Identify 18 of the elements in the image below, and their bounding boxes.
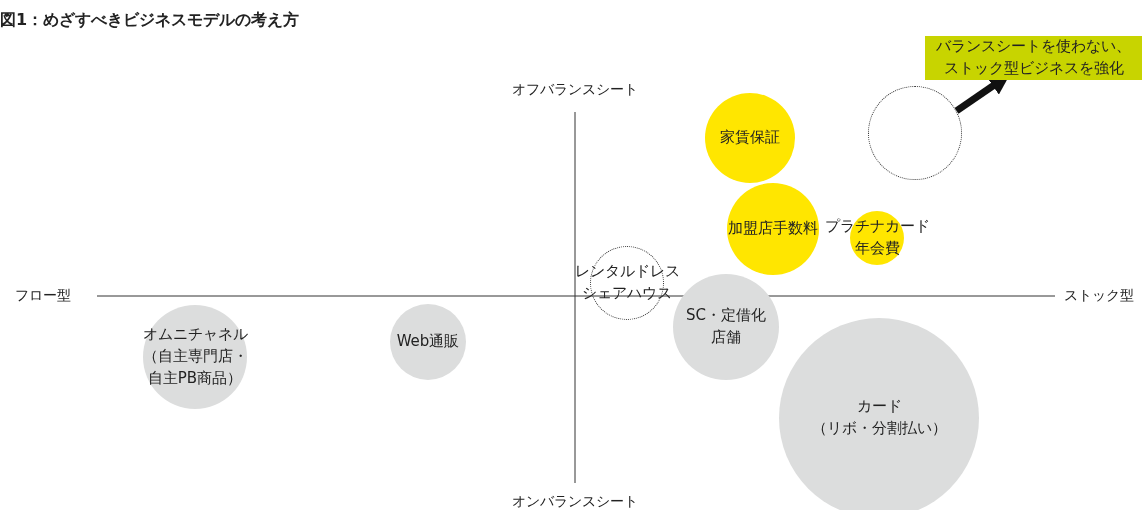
bubble-label: プラチナカード年会費 [823,216,931,259]
bubble-label: Web通販 [395,331,461,353]
figure-title: 図1：めざすべきビジネスモデルの考え方 [0,10,300,31]
bubble [388,304,468,380]
axis-label: ストック型 [1064,287,1134,305]
bubble-label: レンタルドレスシェアハウス [573,261,681,304]
callout-text: バランスシートを使わない、ストック型ビジネスを強化 [935,36,1132,79]
bubble [704,93,796,183]
axis-label: オフバランスシート [512,81,638,99]
bubble-label: （リボ・分割払い） [810,418,948,439]
bubble-label: 家賃保証 [719,127,781,149]
bubble-label: カード [855,396,903,418]
axis-label: オンバランスシート [512,493,638,510]
axis-label: フロー型 [15,287,71,305]
bubble-label: SC・定借化店舗 [685,305,767,348]
bubble-label: 加盟店手数料 [727,218,819,240]
bubble-label: （自主専門店・自主PB商品） [141,346,249,389]
bubble-label: オムニチャネル [141,324,249,346]
